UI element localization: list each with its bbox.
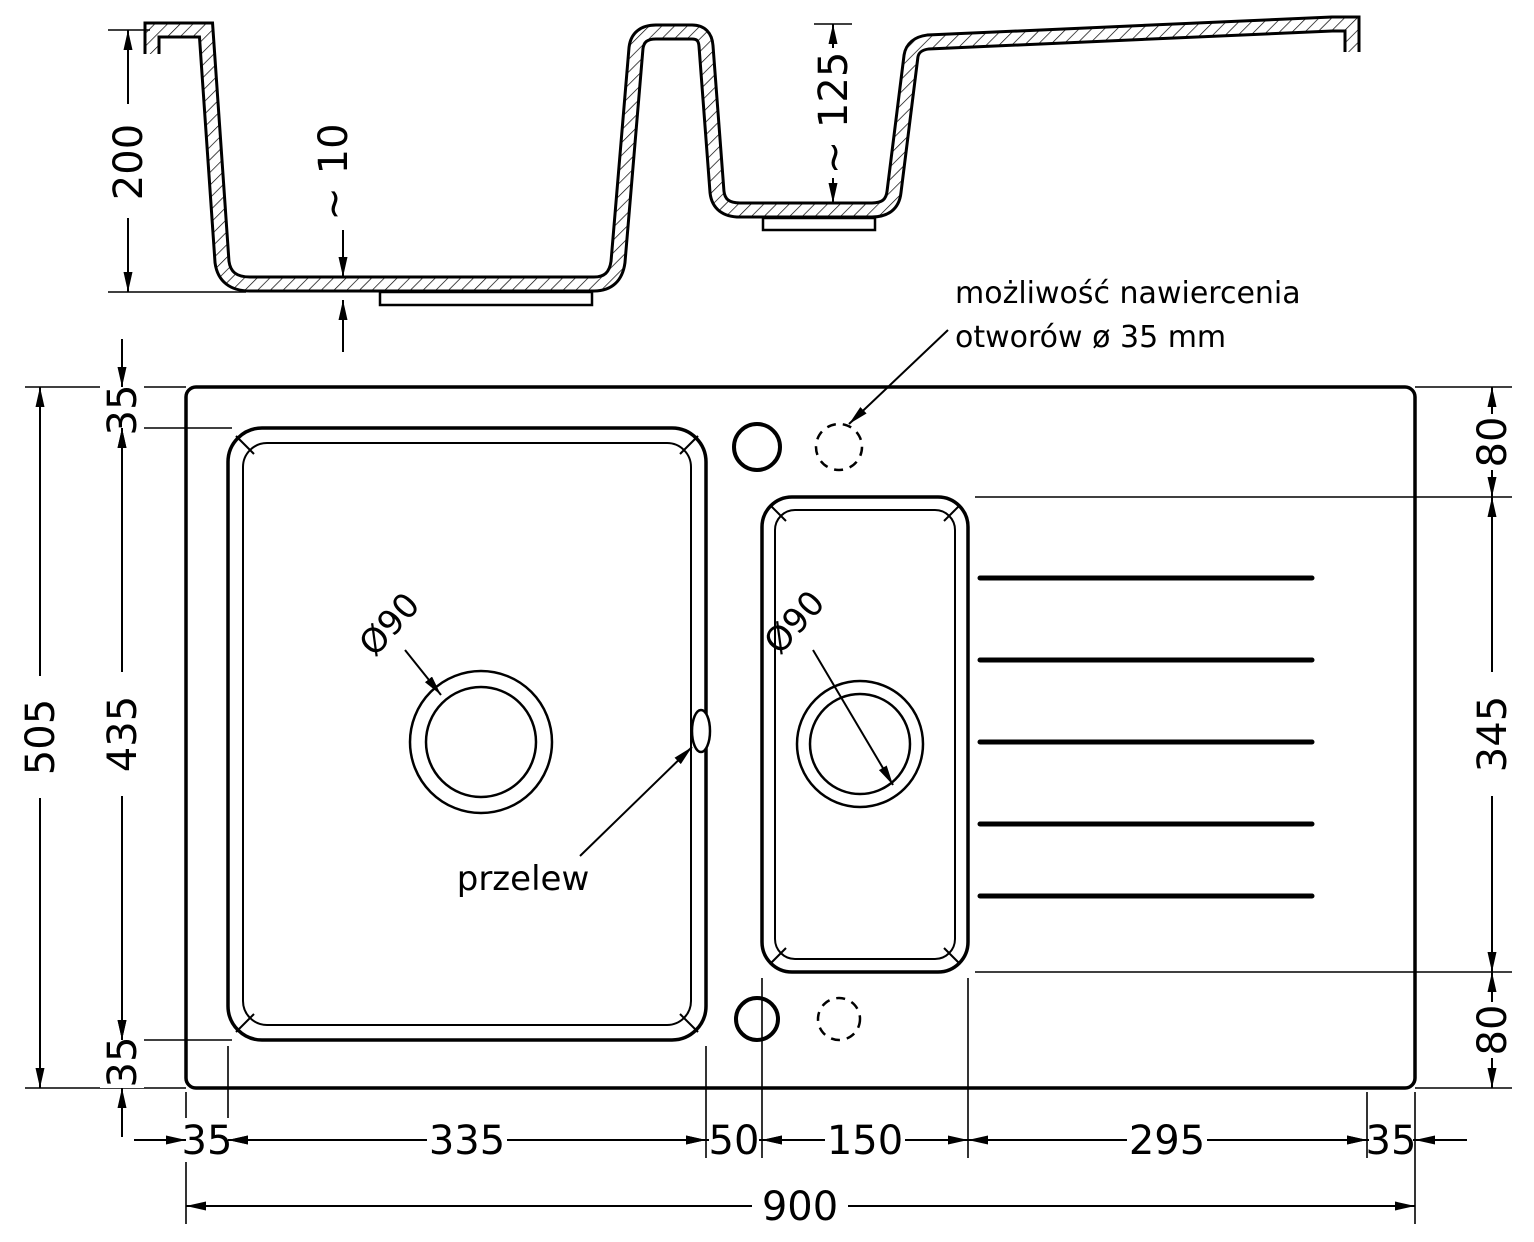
main-drain-callout: Ø90 [352,585,442,696]
dim-main-bowl-length-label: 435 [100,696,146,772]
chamfer-line [679,1013,699,1033]
section-profile-hatch [146,18,1358,290]
dim-bottom-thickness: ~ 10 [311,123,357,352]
text-mask [185,1118,229,1162]
text-mask [18,676,62,798]
faucet-hole-solid-bottom [734,996,780,1042]
dim-bottom-4-label: 150 [827,1118,903,1164]
sink-outline [184,385,1417,1090]
leader-line [404,649,442,696]
small-drain-label: Ø90 [757,583,834,662]
leader-line [579,746,693,857]
faucet-hole-solid-top [732,422,782,472]
small-bowl-mounting-pad [761,216,877,232]
drill-note: możliwość nawiercenia otworów ø 35 mm [848,276,1301,425]
text-mask [1369,1118,1413,1162]
dim-small-bowl-length: 345 [975,497,1516,973]
chamfer-line [943,947,961,965]
dim-bottom-5-label: 295 [1129,1118,1205,1164]
main-bowl-inner [242,442,692,1026]
text-mask [709,1118,759,1162]
chamfer-line [235,435,255,455]
dim-left-margin-top-label: 35 [100,385,146,436]
dim-small-bowl-length-label: 345 [1470,696,1516,772]
small-bowl-inner [774,509,956,960]
overflow-callout: przelew [457,746,693,899]
small-drain-outer [795,679,925,809]
leader-line [812,649,894,786]
text-mask [1470,1002,1514,1058]
dim-bottom-6-label: 35 [1366,1118,1417,1164]
dim-right-top-offset: 80 [975,386,1516,498]
text-mask [825,1118,905,1162]
dim-overall-width-label: 900 [762,1184,838,1230]
dim-left-margin-top: 35 [100,339,232,478]
drill-note-line2: otworów ø 35 mm [955,320,1226,355]
chamfer-line [679,435,699,455]
main-drain-inner [424,685,538,799]
small-drain-inner [808,692,912,796]
dim-bottom-1-label: 35 [182,1118,233,1164]
text-mask [752,1184,848,1228]
dim-bottom-3-label: 50 [709,1118,760,1164]
overflow-slot [690,708,712,754]
dim-small-bowl-depth: ~ 125 [811,23,857,203]
dim-right-bottom-offset: 80 [1415,972,1516,1089]
dim-right-top-offset-label: 80 [1470,417,1516,468]
faucet-hole-dashed-top [814,422,864,472]
drill-note-line1: możliwość nawiercenia [955,276,1301,311]
text-mask [811,48,855,178]
main-bowl-mounting-pad [378,290,594,307]
dim-left-margin-bottom: 35 [100,991,146,1137]
main-bowl-outer [226,426,708,1042]
dim-overall-depth-label: 505 [18,699,64,775]
dim-bottom-thickness-label: ~ 10 [311,123,357,220]
text-mask [100,1036,144,1088]
leader-line [848,329,949,425]
small-bowl-outer [760,495,970,974]
chamfer-line [769,504,787,522]
cross-section-view: 200 ~ 10 ~ 125 [106,15,1361,352]
main-drain-outer [408,669,554,815]
small-drain-callout: Ø90 [757,583,894,786]
text-mask [98,672,146,796]
chamfer-line [769,947,787,965]
plan-view: możliwość nawiercenia otworów ø 35 mm pr… [18,276,1516,1230]
chamfer-line [943,504,961,522]
dim-bottom-2-label: 335 [429,1118,505,1164]
dim-bottom-chain: 35 335 50 150 295 35 [134,978,1467,1224]
dim-small-bowl-depth-label: ~ 125 [811,52,857,175]
dim-left-margin-bottom-label: 35 [100,1037,146,1088]
faucet-hole-dashed-bottom [816,996,862,1042]
text-mask [1470,414,1514,470]
dim-right-bottom-offset-label: 80 [1470,1005,1516,1056]
overflow-label: przelew [457,859,590,899]
text-mask [106,104,150,218]
text-mask [1127,1118,1207,1162]
dim-overall-width: 900 [186,1184,1415,1230]
text-mask [1470,672,1514,796]
dim-total-depth: 200 [106,29,246,293]
dim-total-depth-label: 200 [106,124,152,200]
text-mask [427,1118,507,1162]
chamfer-line [235,1013,255,1033]
text-mask [100,384,144,436]
main-drain-label: Ø90 [352,585,429,664]
dim-overall-depth: 505 [18,386,186,1089]
dim-main-bowl-length: 435 [98,428,232,1041]
